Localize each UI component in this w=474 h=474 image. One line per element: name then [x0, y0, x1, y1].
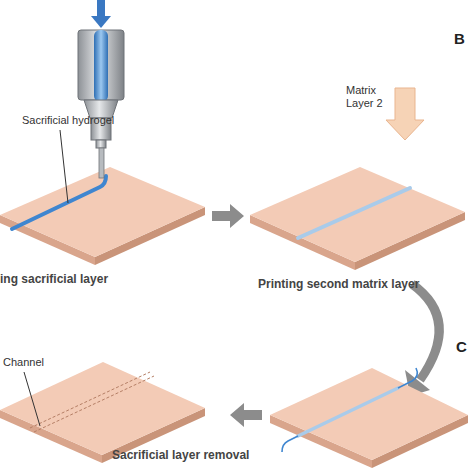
sacrificial-end	[282, 436, 298, 452]
step-caption: ing sacrificial layer	[0, 272, 108, 286]
covered-line	[298, 188, 410, 238]
print-nozzle	[78, 0, 124, 178]
hollow-channel	[30, 372, 154, 432]
callout-label: Matrix Layer 2	[346, 84, 390, 110]
covered-line	[298, 388, 398, 436]
deposit-arrow	[386, 88, 424, 140]
callout-label: Channel	[3, 356, 44, 369]
leader-line	[60, 130, 68, 203]
matrix-slab	[270, 368, 468, 468]
matrix-slab	[0, 167, 205, 265]
sacrificial-line	[12, 176, 106, 229]
step-caption: Sacrificial layer removal	[112, 448, 249, 462]
sacrificial-end	[398, 368, 417, 388]
panel-letter: C	[456, 338, 467, 356]
step-caption: Printing second matrix layer	[258, 277, 419, 291]
step-arrow	[412, 284, 439, 380]
panel-letter: B	[454, 30, 465, 48]
leader-line	[24, 372, 40, 426]
matrix-slab	[250, 167, 465, 270]
step-arrow	[212, 204, 244, 228]
callout-label: Sacrificial hydrogel	[22, 114, 114, 127]
matrix-slab	[0, 362, 205, 463]
step-arrow	[230, 403, 262, 427]
